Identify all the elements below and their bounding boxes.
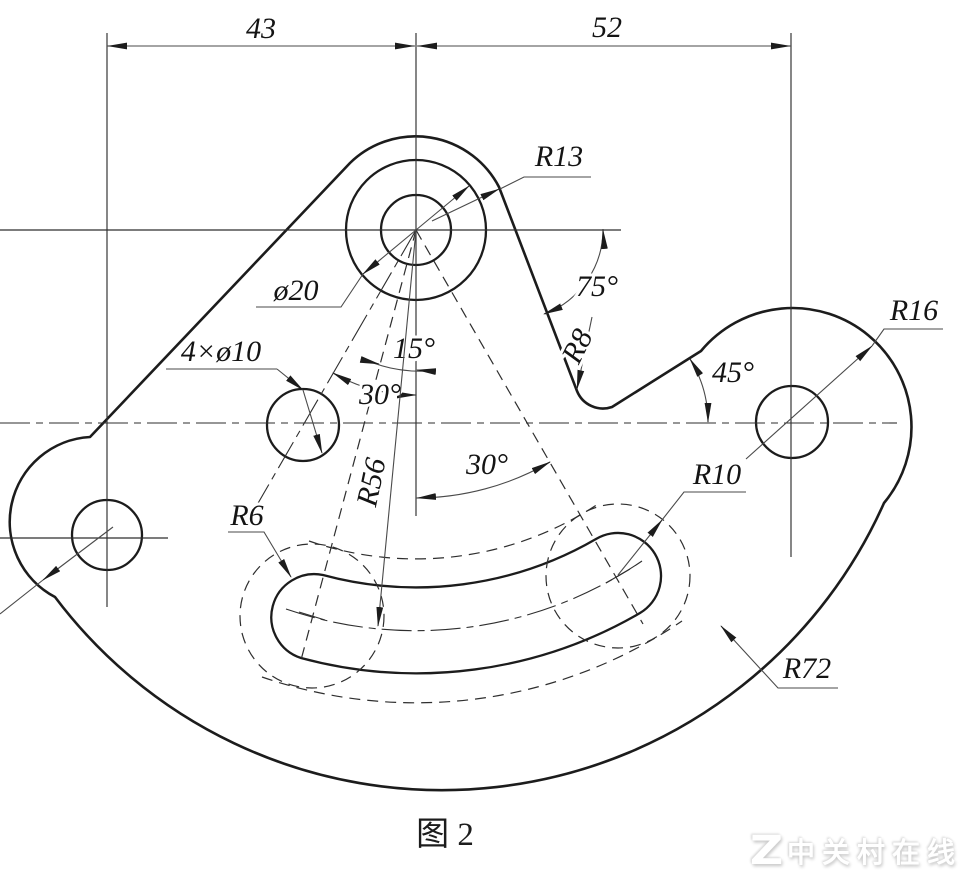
a30-lower-arrow-left [416, 493, 437, 500]
a15-arrow-right [416, 368, 437, 375]
right-hole-d10 [754, 384, 830, 460]
r13-label: R13 [534, 140, 583, 173]
slot-hidden-arc-inner [308, 501, 602, 560]
a15-label: 15° [393, 332, 435, 365]
r6-leader [228, 531, 292, 578]
r10-leader-arrow [617, 519, 663, 576]
slot-centerline-arc-r56 [285, 560, 643, 632]
r56-label: R56 [350, 455, 393, 510]
r16-leader [745, 345, 873, 460]
a15-arrow-left [359, 356, 380, 365]
phi20-leader-kink [256, 273, 364, 308]
a45-label: 45° [712, 356, 754, 389]
a75-arrow-top [601, 229, 608, 250]
a45-arc [689, 358, 709, 423]
r56-radial-line [376, 229, 417, 627]
slot-right-cap-tick [605, 568, 631, 584]
curved-slot-outline [270, 531, 663, 675]
r6-label: R6 [229, 499, 263, 532]
a45-arrow-top [689, 358, 704, 377]
r16-label: R16 [889, 294, 938, 327]
phi10-leader-arrow1 [276, 368, 304, 391]
a75-arrow-bottom [543, 303, 563, 315]
radial-15deg-left-hidden [300, 229, 417, 661]
left-edge-leader-tail [0, 579, 44, 615]
slot-end-hidden-circle-left-r10 [239, 543, 385, 689]
r10-label: R10 [692, 458, 741, 491]
radial-30deg-right-hidden [415, 229, 644, 625]
r72-label: R72 [782, 652, 831, 685]
a30-lower-label: 30° [465, 448, 508, 481]
watermark-text: 中关村在线 [787, 836, 963, 869]
phi10-label: 4×ø10 [181, 335, 261, 368]
slot-end-hidden-circle-right-r10 [545, 503, 691, 649]
left-edge-leader-arrow [42, 526, 114, 581]
r16-leader-kink [871, 328, 943, 347]
plate-outline [8, 135, 913, 792]
phi20-dim-arrow-down [362, 229, 417, 275]
a30-upper-label: 30° [358, 378, 401, 411]
dim-43-label: 43 [246, 12, 276, 45]
phi10-leader-arrow2 [302, 389, 323, 454]
slot-hidden-arc-outer [261, 620, 683, 704]
a30-upper-arrow-left [332, 372, 352, 386]
figure-caption: 图 2 [416, 817, 474, 853]
r13-leader-kink [499, 176, 591, 190]
radial-30deg-left-centerline [245, 229, 417, 525]
slot-left-cap-tick [298, 611, 326, 621]
watermark-logo-icon: Z [749, 828, 784, 874]
watermark: Z 中关村在线 [749, 828, 963, 874]
a30-lower-arrow-right [531, 461, 551, 475]
r72-leader [720, 625, 838, 689]
r8-label: R8 [555, 324, 600, 369]
a75-label: 75° [576, 270, 618, 303]
phi20-dim-arrow-up [415, 185, 470, 231]
r8-leader [576, 316, 593, 390]
r10-leader-kink [661, 491, 746, 521]
r13-leader [431, 188, 500, 222]
dim-52-label: 52 [592, 11, 622, 44]
phi20-label: ø20 [273, 274, 319, 307]
